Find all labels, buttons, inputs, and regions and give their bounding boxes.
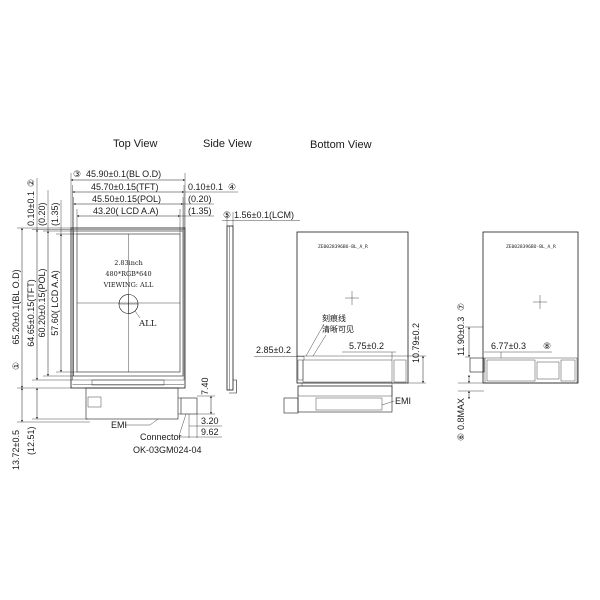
aa-top-offset-label: (1.35) bbox=[50, 202, 60, 226]
connector-part-number: OK-03GM024-04 bbox=[133, 445, 202, 455]
width-extension-lines bbox=[70, 173, 186, 234]
bl-width-marker: ③ bbox=[73, 170, 81, 180]
bl-height-label: 65.20±0.1(BL O.D) bbox=[11, 269, 21, 344]
notch-height-label: 10.79±0.2 bbox=[411, 323, 421, 363]
bottom-view-folded: ZE0028396BO-BL_A_R 11.90±0.3 ⑦ 6.77±0.3 … bbox=[456, 231, 579, 441]
folded-part-label: ZE0028396BO-BL_A_R bbox=[506, 244, 556, 250]
bl-height-marker: ① bbox=[12, 362, 22, 370]
connector-width-lines bbox=[178, 414, 222, 438]
emi-shield bbox=[315, 397, 383, 411]
folded-center-mark bbox=[533, 295, 547, 309]
bottom-center-mark bbox=[345, 291, 359, 305]
emi-patch bbox=[87, 396, 102, 408]
pol-width-label: 45.50±0.15(POL) bbox=[92, 194, 161, 204]
connector-label: Connector bbox=[140, 432, 182, 442]
connector-offset-extension bbox=[197, 395, 215, 415]
fpc-body bbox=[85, 387, 179, 420]
bottom-connector bbox=[283, 397, 299, 414]
connector-dim-1-label: 3.20 bbox=[201, 416, 219, 426]
top-view-title: Top View bbox=[113, 138, 157, 150]
score-line-leaders bbox=[305, 323, 327, 357]
edge-offset-vertical-leaders bbox=[36, 178, 62, 234]
fpc-length-label: 13.72±0.5 bbox=[11, 430, 21, 470]
bl-width-label: 45.90±0.1(BL O.D) bbox=[86, 169, 161, 179]
folded-thickness-label: 0.8MAX bbox=[456, 398, 466, 430]
folded-height-label: 11.90±0.3 bbox=[456, 317, 466, 356]
edge-offset-leaders bbox=[180, 191, 238, 217]
bottom-part-label: ZE0028396BO-BL_A_R bbox=[318, 244, 368, 250]
tft-edge-offset-label: 0.10±0.1 bbox=[188, 182, 223, 192]
notch-offset-label: 2.85±0.2 bbox=[256, 345, 291, 355]
connector-offset-label: 7.40 bbox=[200, 377, 210, 395]
folded-connector bbox=[469, 357, 485, 373]
score-line-note-1: 刻痕线 bbox=[322, 313, 346, 323]
fpc-fold-lines bbox=[301, 383, 393, 386]
fpc-side-block bbox=[393, 359, 407, 383]
bonding-pad-area bbox=[91, 379, 165, 386]
panel-viewing-text: VIEWING: ALL bbox=[103, 281, 154, 289]
pol-edge-offset-label: (0.20) bbox=[188, 194, 212, 204]
bottom-view-outline bbox=[296, 231, 409, 384]
side-view: ⑤ 1.56±0.1(LCM) bbox=[222, 210, 300, 394]
viewing-symbol-quadrant-a bbox=[118, 294, 129, 305]
folded-thickness-marker: ⑥ bbox=[457, 433, 467, 441]
notch-width-label: 5.75±0.2 bbox=[349, 341, 384, 351]
pol-top-offset-label: (0.20) bbox=[37, 202, 47, 226]
tft-top-offset-label: 0.10±0.1 bbox=[26, 191, 36, 226]
viewing-direction-icon bbox=[118, 294, 141, 319]
thickness-label: 1.56±0.1(LCM) bbox=[234, 210, 294, 220]
emi-leader bbox=[125, 418, 159, 426]
thickness-marker: ⑤ bbox=[223, 211, 231, 221]
bottom-emi-label: EMI bbox=[395, 396, 411, 406]
pol-height-label: 60.20±0.15(POL) bbox=[37, 269, 47, 338]
side-view-title: Side View bbox=[203, 138, 252, 150]
notch-width-dim-line bbox=[342, 351, 396, 360]
fpc-folded-strip bbox=[297, 385, 393, 397]
aa-height-label: 57.60( LCD A.A) bbox=[50, 270, 60, 336]
panel-size-text: 2.83inch bbox=[114, 259, 143, 267]
folded-thickness-extension bbox=[458, 382, 484, 392]
tft-height-label: 64.65±0.15(TFT) bbox=[26, 279, 36, 346]
tft-edge-offset-marker: ④ bbox=[228, 183, 236, 193]
score-line-note-2: 清晰可见 bbox=[322, 324, 354, 334]
bottom-view-title: Bottom View bbox=[310, 139, 372, 151]
connector-dim-2-label: 9.62 bbox=[201, 427, 219, 437]
folded-width-marker: ⑧ bbox=[543, 342, 551, 352]
folded-height-marker: ⑦ bbox=[457, 303, 467, 311]
folded-width-dim-line bbox=[484, 351, 552, 358]
fpc-length-ref-label: (12.51) bbox=[26, 426, 36, 455]
height-extension-lines bbox=[17, 227, 90, 423]
folded-fpc-window bbox=[536, 361, 560, 380]
bottom-view: ZE0028396BO-BL_A_R 刻痕线 清晰可见 2.85±0.2 5.7… bbox=[254, 231, 426, 414]
side-profile bbox=[226, 225, 234, 391]
polarizer-outline bbox=[73, 230, 184, 377]
fpc-bend bbox=[229, 379, 237, 394]
fpc-backside-area bbox=[302, 359, 393, 383]
connector-leader bbox=[178, 413, 187, 437]
viewing-symbol-label: ALL bbox=[138, 319, 157, 329]
folded-width-label: 6.77±0.3 bbox=[491, 341, 526, 351]
tft-top-offset-marker: ② bbox=[27, 179, 37, 187]
folded-fpc-area bbox=[484, 357, 578, 384]
emi-label: EMI bbox=[111, 420, 127, 430]
folded-fpc-dotted bbox=[486, 359, 536, 382]
aa-width-label: 43.20( LCD A.A) bbox=[93, 206, 159, 216]
tft-width-label: 45.70±0.15(TFT) bbox=[91, 182, 158, 192]
folded-fpc-end bbox=[560, 359, 576, 382]
panel-resolution-text: 480*RGB*640 bbox=[105, 270, 151, 278]
notch-offset-dim-line bbox=[254, 356, 305, 360]
top-view: ③ 45.90±0.1(BL O.D) 45.70±0.15(TFT) 0.10… bbox=[11, 169, 238, 470]
viewing-symbol-leader bbox=[134, 310, 141, 319]
aa-edge-offset-label: (1.35) bbox=[188, 206, 212, 216]
viewing-symbol-quadrant-b bbox=[128, 303, 139, 314]
thickness-dim-lines bbox=[222, 212, 300, 226]
bottom-emi-leader bbox=[381, 400, 395, 406]
fpc-tail bbox=[178, 397, 181, 415]
